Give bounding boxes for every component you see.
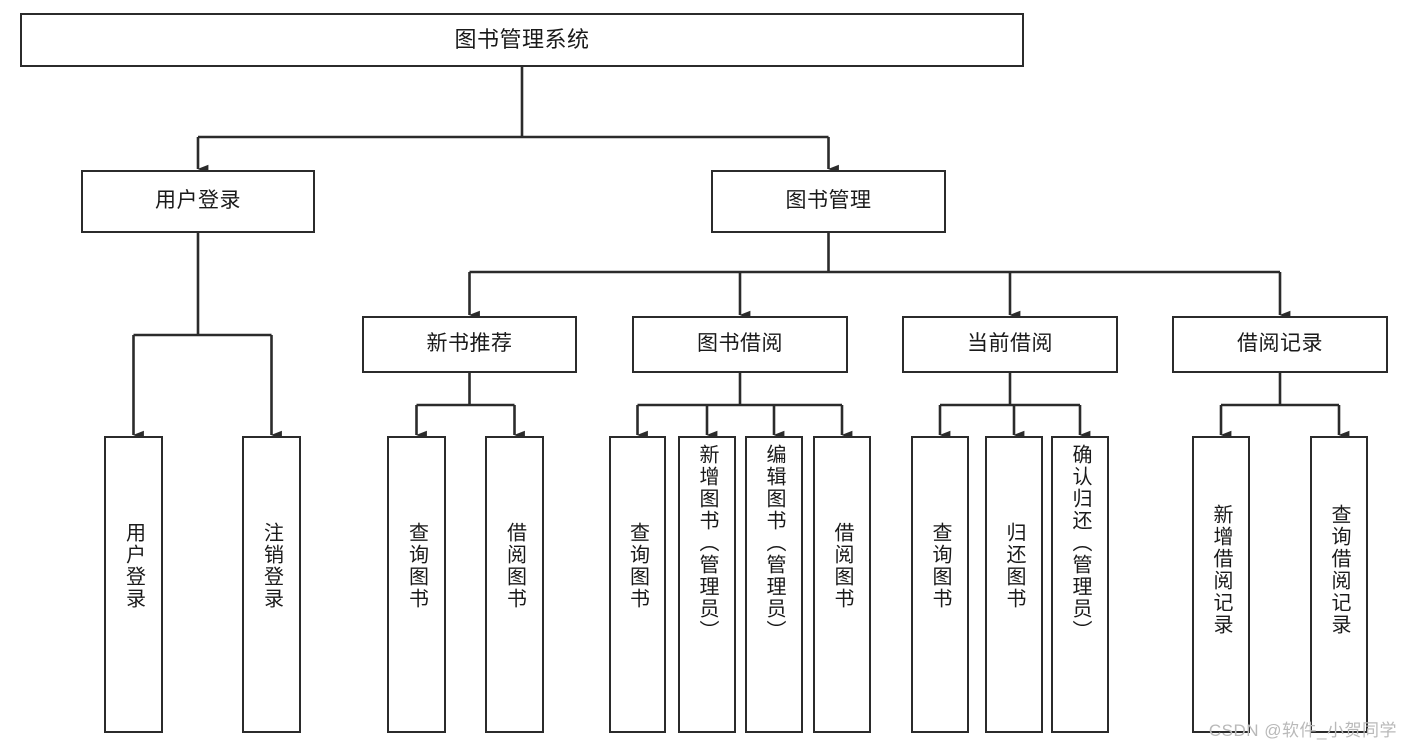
node-label-leaf-user-login: 用户登录 — [122, 522, 145, 610]
node-label-leaf-query-book-3: 查询图书 — [929, 522, 951, 610]
node-label-user-login: 用户登录 — [155, 189, 241, 213]
node-box-leaf-query-book-1[interactable]: 查询图书 — [387, 436, 446, 733]
node-label-root: 图书管理系统 — [454, 27, 590, 53]
node-box-book-management[interactable]: 图书管理 — [711, 170, 946, 233]
node-label-current-borrow: 当前借阅 — [967, 332, 1053, 356]
node-box-borrow-records[interactable]: 借阅记录 — [1172, 316, 1388, 373]
node-label-leaf-confirm-return-admin: 确认归还（管理员） — [1069, 444, 1091, 642]
node-label-borrow-records: 借阅记录 — [1237, 332, 1323, 356]
node-box-leaf-return-book[interactable]: 归还图书 — [985, 436, 1043, 733]
node-label-book-management: 图书管理 — [785, 189, 872, 213]
node-box-current-borrow[interactable]: 当前借阅 — [902, 316, 1118, 373]
node-label-new-book-recommend: 新书推荐 — [426, 332, 513, 356]
node-box-leaf-query-borrow-record[interactable]: 查询借阅记录 — [1310, 436, 1368, 733]
node-label-leaf-query-borrow-record: 查询借阅记录 — [1328, 504, 1350, 636]
node-box-leaf-edit-book-admin[interactable]: 编辑图书（管理员） — [745, 436, 803, 733]
node-box-new-book-recommend[interactable]: 新书推荐 — [362, 316, 577, 373]
node-box-leaf-add-book-admin[interactable]: 新增图书（管理员） — [678, 436, 736, 733]
node-label-leaf-return-book: 归还图书 — [1003, 522, 1025, 610]
node-box-leaf-borrow-book-2[interactable]: 借阅图书 — [813, 436, 871, 733]
node-box-leaf-query-book-3[interactable]: 查询图书 — [911, 436, 969, 733]
node-label-leaf-query-book-1: 查询图书 — [405, 522, 428, 610]
node-label-book-borrow: 图书借阅 — [697, 332, 783, 356]
node-box-root[interactable]: 图书管理系统 — [20, 13, 1024, 67]
node-label-leaf-borrow-book-2: 借阅图书 — [831, 522, 853, 610]
node-box-leaf-query-book-2[interactable]: 查询图书 — [609, 436, 666, 733]
node-box-leaf-user-login[interactable]: 用户登录 — [104, 436, 163, 733]
node-box-leaf-add-borrow-record[interactable]: 新增借阅记录 — [1192, 436, 1250, 733]
node-label-leaf-edit-book-admin: 编辑图书（管理员） — [763, 444, 785, 642]
node-box-user-login[interactable]: 用户登录 — [81, 170, 315, 233]
node-box-book-borrow[interactable]: 图书借阅 — [632, 316, 848, 373]
node-box-leaf-logout[interactable]: 注销登录 — [242, 436, 301, 733]
connector-lines — [132, 67, 1350, 440]
node-label-leaf-query-book-2: 查询图书 — [626, 522, 649, 610]
node-label-leaf-borrow-book-1: 借阅图书 — [503, 522, 526, 610]
node-label-leaf-add-borrow-record: 新增借阅记录 — [1210, 504, 1232, 636]
node-label-leaf-logout: 注销登录 — [260, 522, 283, 610]
node-box-leaf-borrow-book-1[interactable]: 借阅图书 — [485, 436, 544, 733]
node-label-leaf-add-book-admin: 新增图书（管理员） — [696, 444, 718, 642]
node-box-leaf-confirm-return-admin[interactable]: 确认归还（管理员） — [1051, 436, 1109, 733]
